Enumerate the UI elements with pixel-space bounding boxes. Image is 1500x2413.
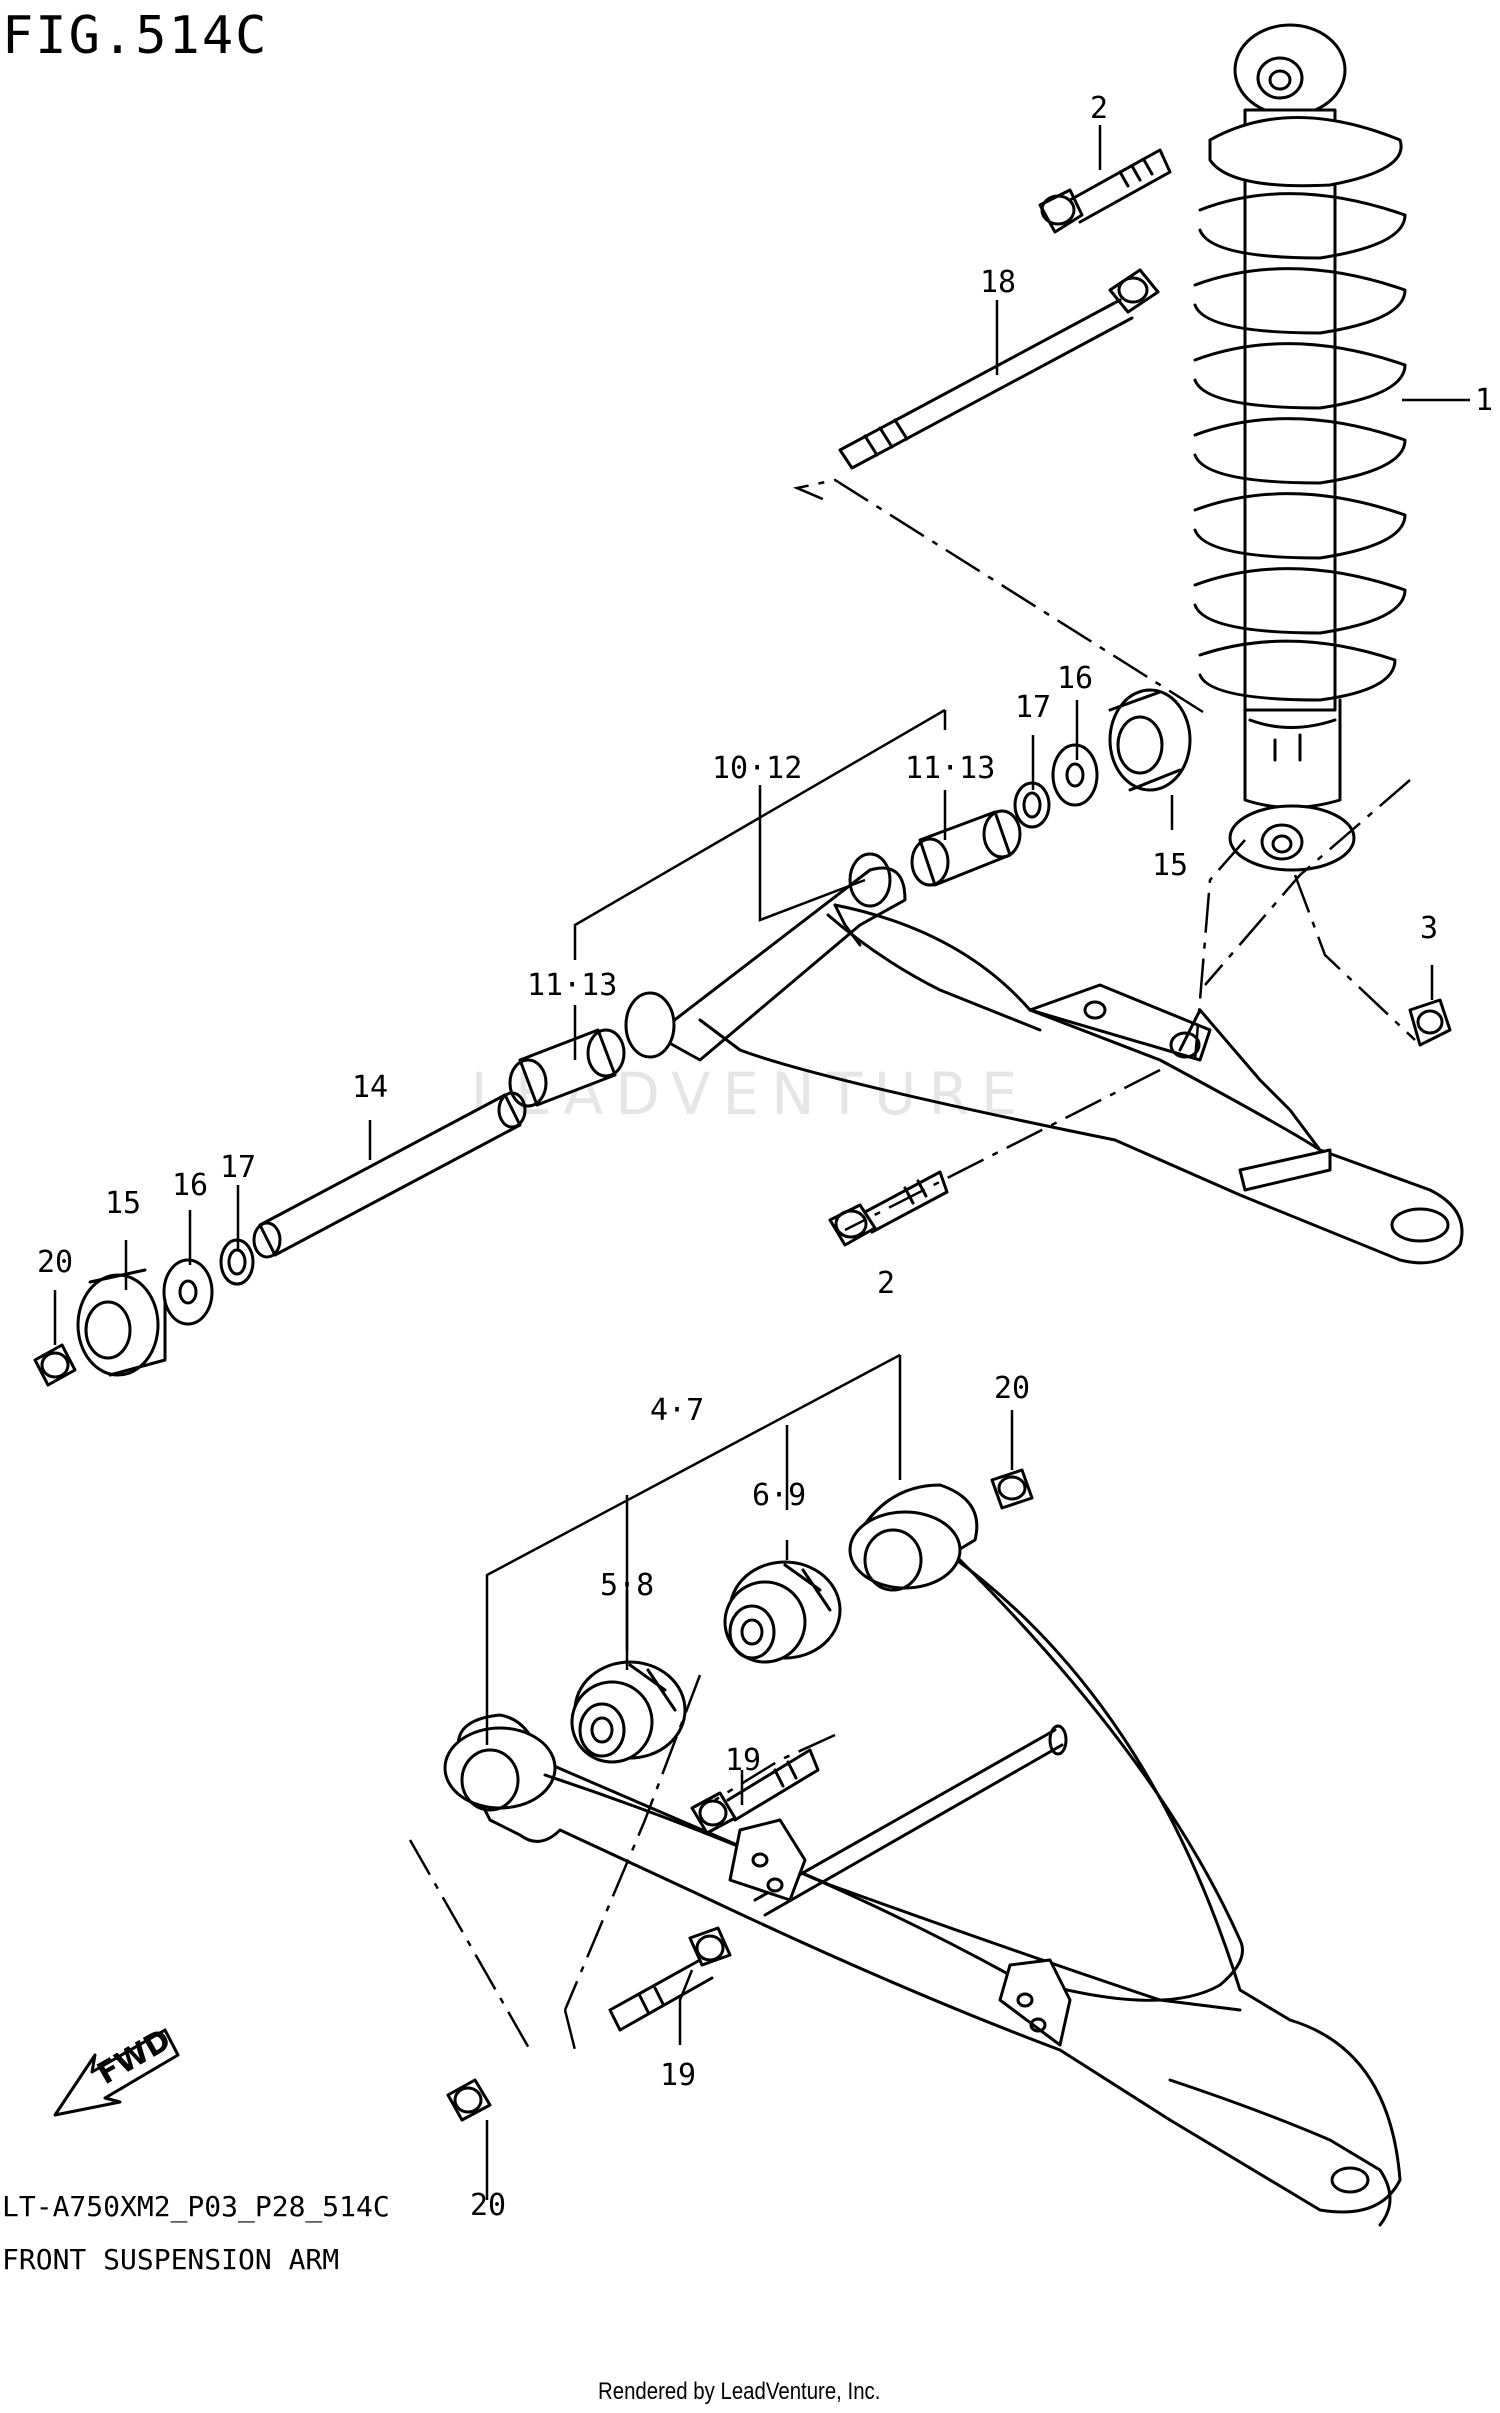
callout-1: 1: [1475, 383, 1493, 418]
callout-4-7: 4·7: [650, 1393, 704, 1428]
nut-part-20-right[interactable]: [990, 1468, 1034, 1510]
bushing-part-5-8[interactable]: [570, 1660, 687, 1764]
callout-19-upper: 19: [725, 1743, 761, 1778]
nut-part-20-left[interactable]: [33, 1343, 77, 1387]
callout-19-lower: 19: [660, 2058, 696, 2093]
shock-absorber[interactable]: [1193, 23, 1407, 872]
callout-17-left: 17: [220, 1150, 256, 1185]
bolt-part-19-upper[interactable]: [690, 1748, 820, 1835]
model-code: LT-A750XM2_P03_P28_514C: [2, 2190, 390, 2223]
callout-2-top: 2: [1090, 91, 1108, 126]
nut-part-3[interactable]: [1408, 998, 1452, 1047]
callout-14: 14: [352, 1070, 388, 1105]
bushing-part-6-9[interactable]: [723, 1560, 842, 1664]
bushing-part-11-13-right[interactable]: [910, 809, 1022, 887]
callout-11-13-right: 11·13: [905, 751, 995, 786]
callout-18: 18: [980, 265, 1016, 300]
callout-16-left: 16: [172, 1168, 208, 1203]
callout-5-8: 5·8: [600, 1568, 654, 1603]
washer-part-16-right[interactable]: [1051, 743, 1099, 807]
cushion-part-15-right[interactable]: [1108, 688, 1192, 792]
callout-15-left: 15: [105, 1186, 141, 1221]
callout-20-bottom: 20: [470, 2188, 506, 2223]
callout-2-mid: 2: [877, 1266, 895, 1301]
callout-10-12: 10·12: [712, 751, 802, 786]
bushing-part-11-13-left[interactable]: [508, 1028, 626, 1108]
callout-17-right: 17: [1015, 690, 1051, 725]
callout-3: 3: [1420, 911, 1438, 946]
bolt-part-19-lower[interactable]: [608, 1926, 732, 2032]
callout-6-9: 6·9: [752, 1478, 806, 1513]
washer-part-16-left[interactable]: [162, 1258, 214, 1326]
lower-suspension-arm[interactable]: [443, 1483, 1402, 2227]
callout-15-right: 15: [1152, 848, 1188, 883]
callout-11-13-left: 11·13: [527, 968, 617, 1003]
bolt-part-18[interactable]: [838, 268, 1160, 470]
bolt-part-2-upper[interactable]: [1038, 148, 1172, 234]
fwd-arrow-icon: [53, 2028, 180, 2117]
upper-suspension-arm[interactable]: [624, 852, 1464, 1265]
figure-caption: FRONT SUSPENSION ARM: [2, 2243, 340, 2276]
callout-20-left: 20: [37, 1245, 73, 1280]
pipe-part-14[interactable]: [252, 1091, 527, 1259]
figure-title: FIG.514C: [2, 6, 269, 66]
callout-20-right: 20: [994, 1371, 1030, 1406]
bolt-part-2-lower[interactable]: [828, 1170, 949, 1247]
callout-16-right: 16: [1057, 661, 1093, 696]
render-credit: Rendered by LeadVenture, Inc.: [598, 2378, 881, 2405]
cushion-part-15-left[interactable]: [76, 1268, 167, 1377]
nut-part-20-bottom[interactable]: [446, 2078, 492, 2122]
